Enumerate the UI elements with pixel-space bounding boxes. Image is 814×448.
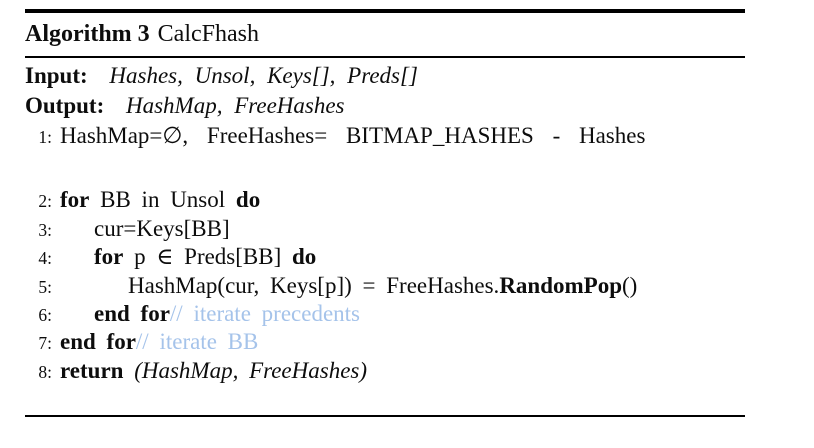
algorithm-title: CalcFhash [157, 21, 259, 47]
output-line: Output: HashMap, FreeHashes [25, 91, 745, 121]
line-number: 6: [38, 304, 52, 325]
code-segment: p ∈ Preds[BB] [123, 244, 293, 270]
algorithm-line: 1: HashMap=∅, FreeHashes= BITMAP_HASHES … [25, 122, 745, 150]
output-label: Output: [25, 92, 105, 118]
algorithm-line: 2: for BB in Unsol do [25, 186, 745, 214]
input-value: Hashes, Unsol, Keys[], Preds[] [109, 63, 418, 88]
input-label: Input: [25, 63, 88, 88]
line-number: 7: [38, 333, 52, 354]
line-content: HashMap=∅, FreeHashes= BITMAP_HASHES - H… [60, 122, 645, 150]
algorithm-body: 1: HashMap=∅, FreeHashes= BITMAP_HASHES … [25, 122, 745, 385]
line-number: 3: [38, 219, 52, 240]
algorithm-number-label: Algorithm 3 [25, 21, 150, 47]
code-segment: for [94, 244, 124, 270]
code-segment: cur=Keys[BB] [94, 215, 230, 241]
top-rule [25, 9, 745, 13]
algorithm-header: Algorithm 3 CalcFhash [25, 13, 745, 56]
code-segment: do [292, 244, 317, 270]
code-segment: return [60, 357, 124, 383]
io-section: Input: Hashes, Unsol, Keys[], Preds[] Ou… [25, 58, 745, 120]
algorithm-line: 8: return (HashMap, FreeHashes) [25, 357, 745, 385]
line-content: for BB in Unsol do [60, 186, 260, 214]
code-segment: end for [94, 300, 170, 326]
line-content: cur=Keys[BB] [60, 215, 230, 243]
line-number: 8: [38, 361, 52, 382]
line-number: 5: [38, 276, 52, 297]
line-content: end for// iterate precedents [60, 300, 360, 328]
comment-text: // iterate precedents [169, 300, 360, 326]
algorithm-line: 3: cur=Keys[BB] [25, 215, 745, 243]
code-segment: () [622, 272, 638, 298]
line-number: 1: [38, 127, 52, 147]
code-segment: do [235, 187, 261, 213]
code-segment: (HashMap, FreeHashes) [123, 357, 368, 383]
line-number: 2: [38, 191, 52, 212]
output-value: HashMap, FreeHashes [126, 92, 345, 118]
code-segment: end for [60, 329, 136, 355]
code-segment: HashMap=∅, FreeHashes= BITMAP_HASHES - H… [60, 123, 646, 148]
algorithm-block: Algorithm 3 CalcFhash Input: Hashes, Uns… [25, 9, 745, 418]
algorithm-line: 4: for p ∈ Preds[BB] do [25, 243, 745, 271]
line-content: HashMap(cur, Keys[p]) = FreeHashes.Rando… [60, 272, 637, 300]
line-content: return (HashMap, FreeHashes) [60, 357, 367, 385]
line-content: for p ∈ Preds[BB] do [60, 243, 316, 271]
code-segment: for [60, 187, 90, 213]
code-segment: RandomPop [499, 272, 623, 298]
line-content: end for// iterate BB [60, 328, 258, 356]
header-rule [25, 56, 745, 58]
algorithm-line: 5: HashMap(cur, Keys[p]) = FreeHashes.Ra… [25, 272, 745, 300]
algorithm-line: 7: end for// iterate BB [25, 328, 745, 356]
input-line: Input: Hashes, Unsol, Keys[], Preds[] [25, 61, 745, 91]
code-segment: BB in Unsol [89, 187, 236, 213]
comment-text: // iterate BB [135, 329, 259, 355]
code-segment: HashMap(cur, Keys[p]) = FreeHashes. [128, 272, 500, 298]
algorithm-line: 6: end for// iterate precedents [25, 300, 745, 328]
bottom-rule [25, 415, 745, 418]
line-number: 4: [38, 248, 52, 269]
